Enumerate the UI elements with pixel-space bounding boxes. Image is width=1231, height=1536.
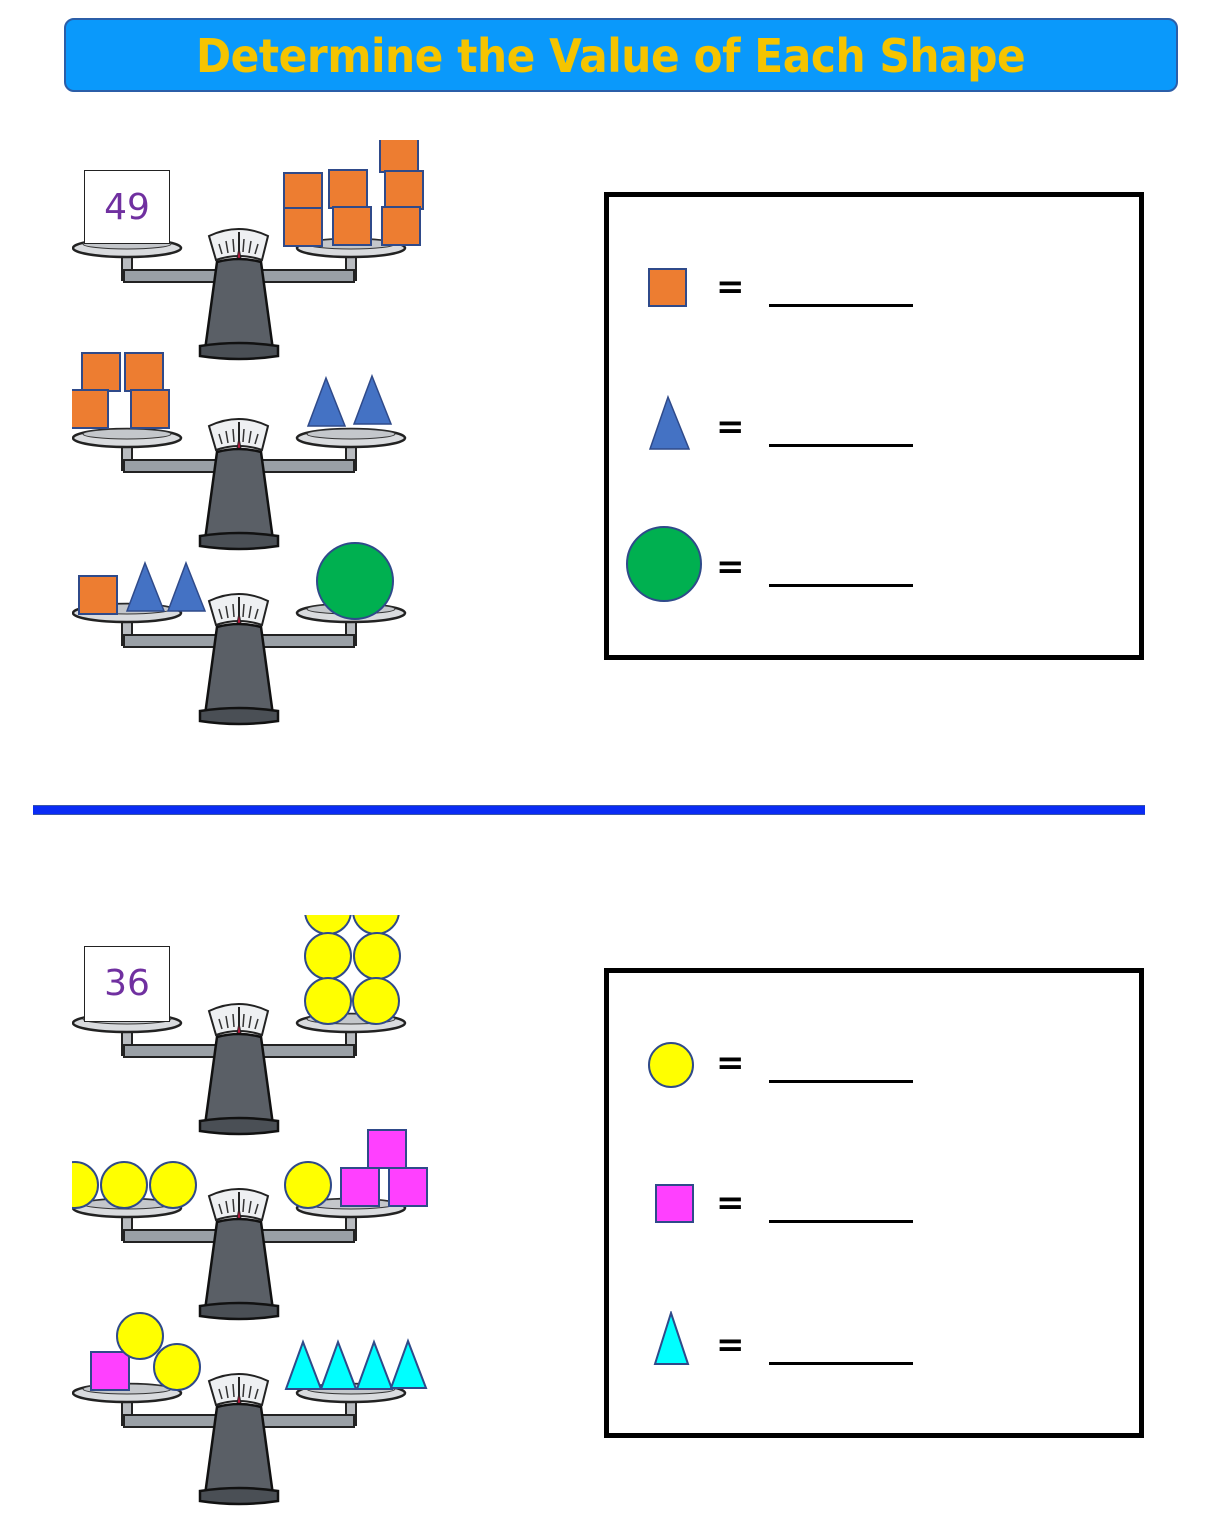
orange-square-icon xyxy=(648,268,687,307)
answer-row-cyan-triangle: = xyxy=(609,1311,1139,1405)
balance-scale-icon xyxy=(71,1312,427,1506)
equals-sign: = xyxy=(716,1043,745,1083)
answer-box-1: = = = xyxy=(604,192,1144,660)
answer-blank[interactable] xyxy=(769,444,913,447)
number-card: 36 xyxy=(84,946,170,1022)
answer-blank[interactable] xyxy=(769,584,913,587)
balance-scale-icon xyxy=(71,542,407,726)
green-circle-icon xyxy=(626,526,702,602)
answer-row-blue-triangle: = xyxy=(609,395,1139,487)
title-banner: Determine the Value of Each Shape xyxy=(64,18,1178,92)
magenta-square-icon xyxy=(655,1184,694,1223)
scale-2-1: 36 xyxy=(71,887,432,1140)
answer-blank[interactable] xyxy=(769,1220,913,1223)
answer-box-2: = = = xyxy=(604,968,1144,1438)
section-divider xyxy=(33,805,1145,815)
equals-sign: = xyxy=(716,1183,745,1223)
blue-triangle-icon xyxy=(648,395,691,450)
yellow-circle-icon xyxy=(648,1042,694,1088)
answer-row-orange-square: = xyxy=(609,267,1139,347)
scale-2-3 xyxy=(71,1285,442,1510)
equals-sign: = xyxy=(716,407,745,447)
answer-row-magenta-square: = xyxy=(609,1183,1139,1263)
answer-blank[interactable] xyxy=(769,1362,913,1365)
equals-sign: = xyxy=(716,547,745,587)
equals-sign: = xyxy=(716,1325,745,1365)
equals-sign: = xyxy=(716,267,745,307)
answer-blank[interactable] xyxy=(769,1080,913,1083)
cyan-triangle-icon xyxy=(653,1311,690,1365)
scale-1-3 xyxy=(71,505,432,730)
answer-blank[interactable] xyxy=(769,304,913,307)
answer-row-green-circle: = xyxy=(609,526,1139,627)
answer-row-yellow-circle: = xyxy=(609,1042,1139,1123)
scale-1-1: 49 xyxy=(71,133,432,365)
page-title: Determine the Value of Each Shape xyxy=(196,29,1026,83)
number-card: 49 xyxy=(84,170,170,244)
